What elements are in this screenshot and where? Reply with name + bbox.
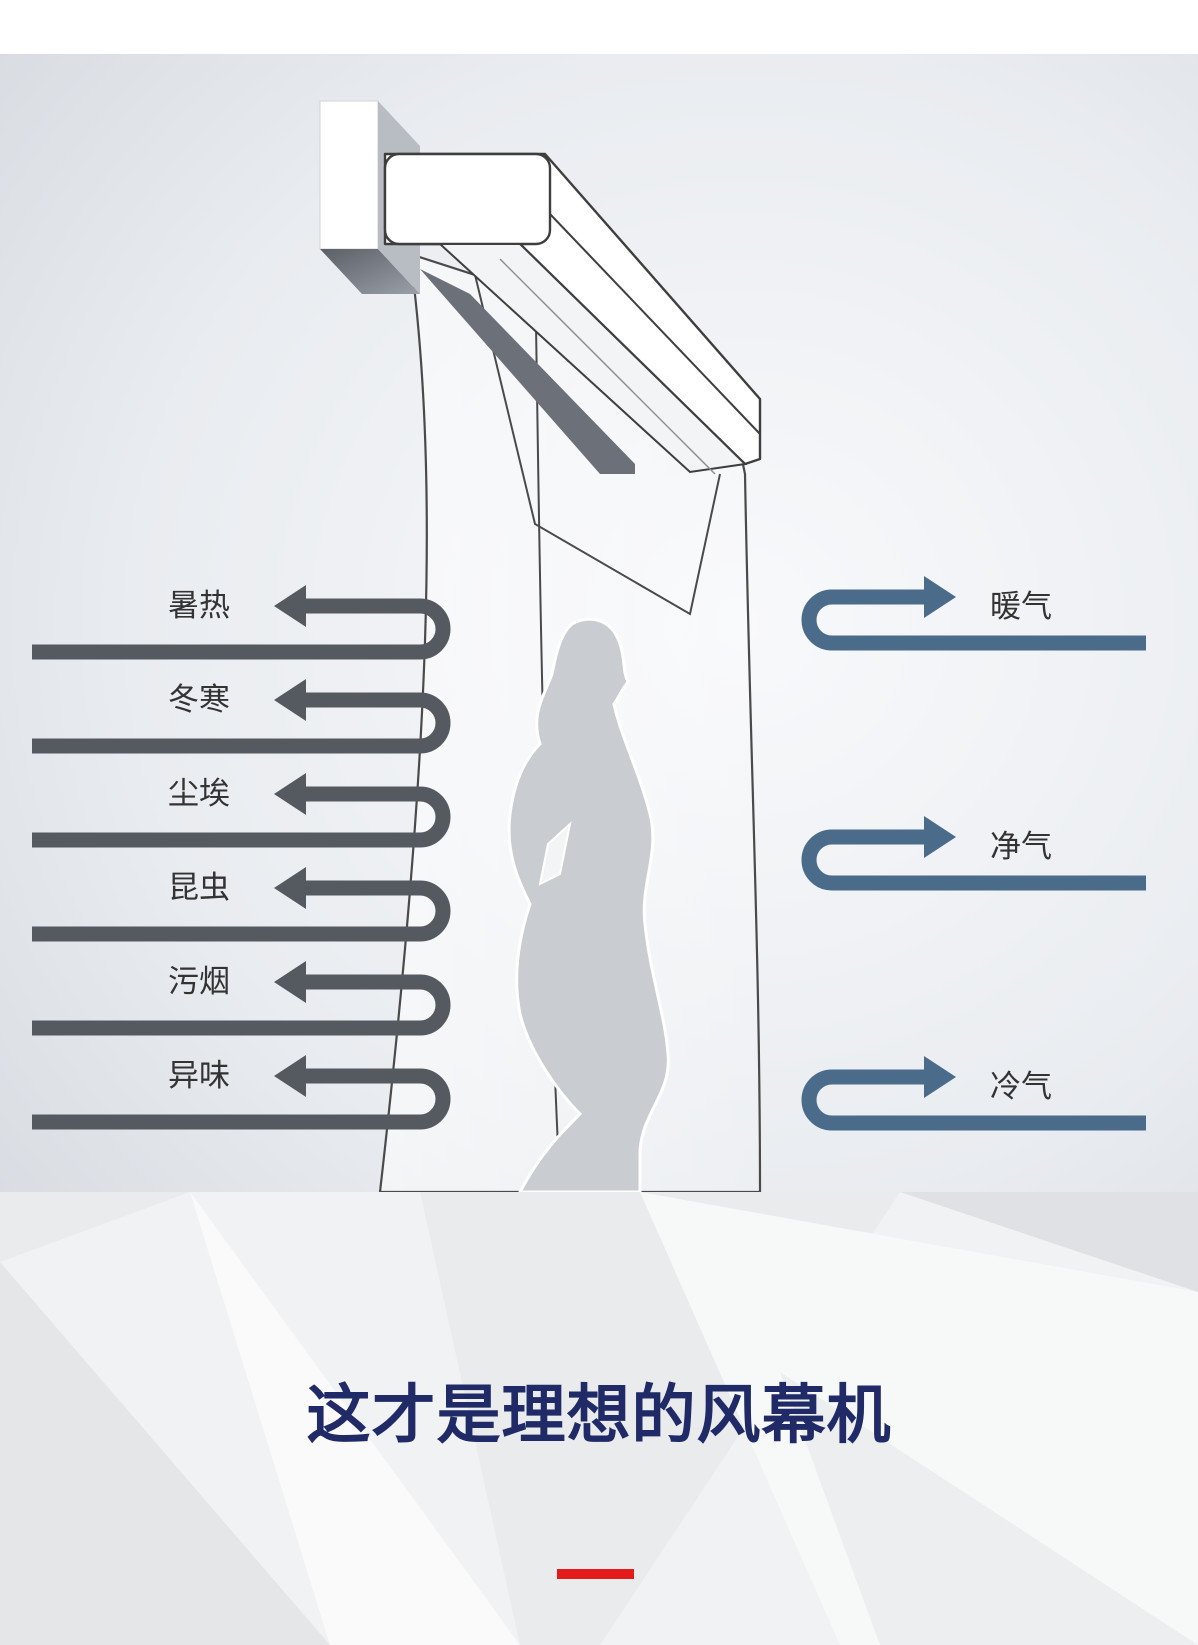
air-curtain-machine-icon (319, 100, 762, 475)
u-turn-left-arrow-icon (32, 880, 451, 942)
headline-title: 这才是理想的风幕机 (306, 1379, 892, 1453)
woman-silhouette-icon (507, 617, 670, 1192)
arrow-head (274, 679, 306, 721)
outside-item: 冬寒 (32, 679, 451, 754)
geometric-background (0, 1192, 1198, 1645)
arrow-head (274, 585, 306, 627)
u-turn-right-arrow-icon (801, 829, 1146, 891)
inside-label: 暖气 (990, 589, 1052, 625)
outside-label: 冬寒 (168, 682, 230, 718)
u-turn-right-arrow-icon (801, 589, 1146, 651)
u-turn-left-arrow-icon (32, 1068, 451, 1130)
arrow-head (924, 1056, 956, 1098)
inside-item: 暖气 (801, 576, 1146, 651)
outside-item: 异味 (32, 1055, 451, 1130)
u-turn-left-arrow-icon (32, 786, 451, 848)
arrow-head (924, 576, 956, 618)
inside-item: 净气 (801, 816, 1146, 891)
outside-item: 昆虫 (32, 867, 451, 942)
air-curtain-flow-inner (469, 253, 721, 616)
outside-label: 异味 (168, 1058, 230, 1094)
arrow-head (924, 816, 956, 858)
outside-label: 暑热 (168, 588, 230, 624)
headline-section (0, 1192, 1198, 1645)
woman-arm-gap (538, 821, 572, 886)
outside-label: 尘埃 (168, 776, 230, 812)
inside-label: 冷气 (990, 1069, 1052, 1105)
outside-item: 尘埃 (32, 773, 451, 848)
outside-label: 昆虫 (168, 870, 230, 906)
inside-label: 净气 (990, 829, 1052, 865)
arrow-head (274, 961, 306, 1003)
u-turn-left-arrow-icon (32, 974, 451, 1036)
u-turn-left-arrow-icon (32, 692, 451, 754)
inside-item: 冷气 (801, 1056, 1146, 1131)
arrow-head (274, 867, 306, 909)
outside-item: 污烟 (32, 961, 451, 1036)
u-turn-right-arrow-icon (801, 1069, 1146, 1131)
outside-label: 污烟 (168, 964, 230, 1000)
arrow-head (274, 1055, 306, 1097)
accent-bar (557, 1569, 634, 1579)
arrow-head (274, 773, 306, 815)
u-turn-left-arrow-icon (32, 598, 451, 660)
outside-item: 暑热 (32, 585, 451, 660)
